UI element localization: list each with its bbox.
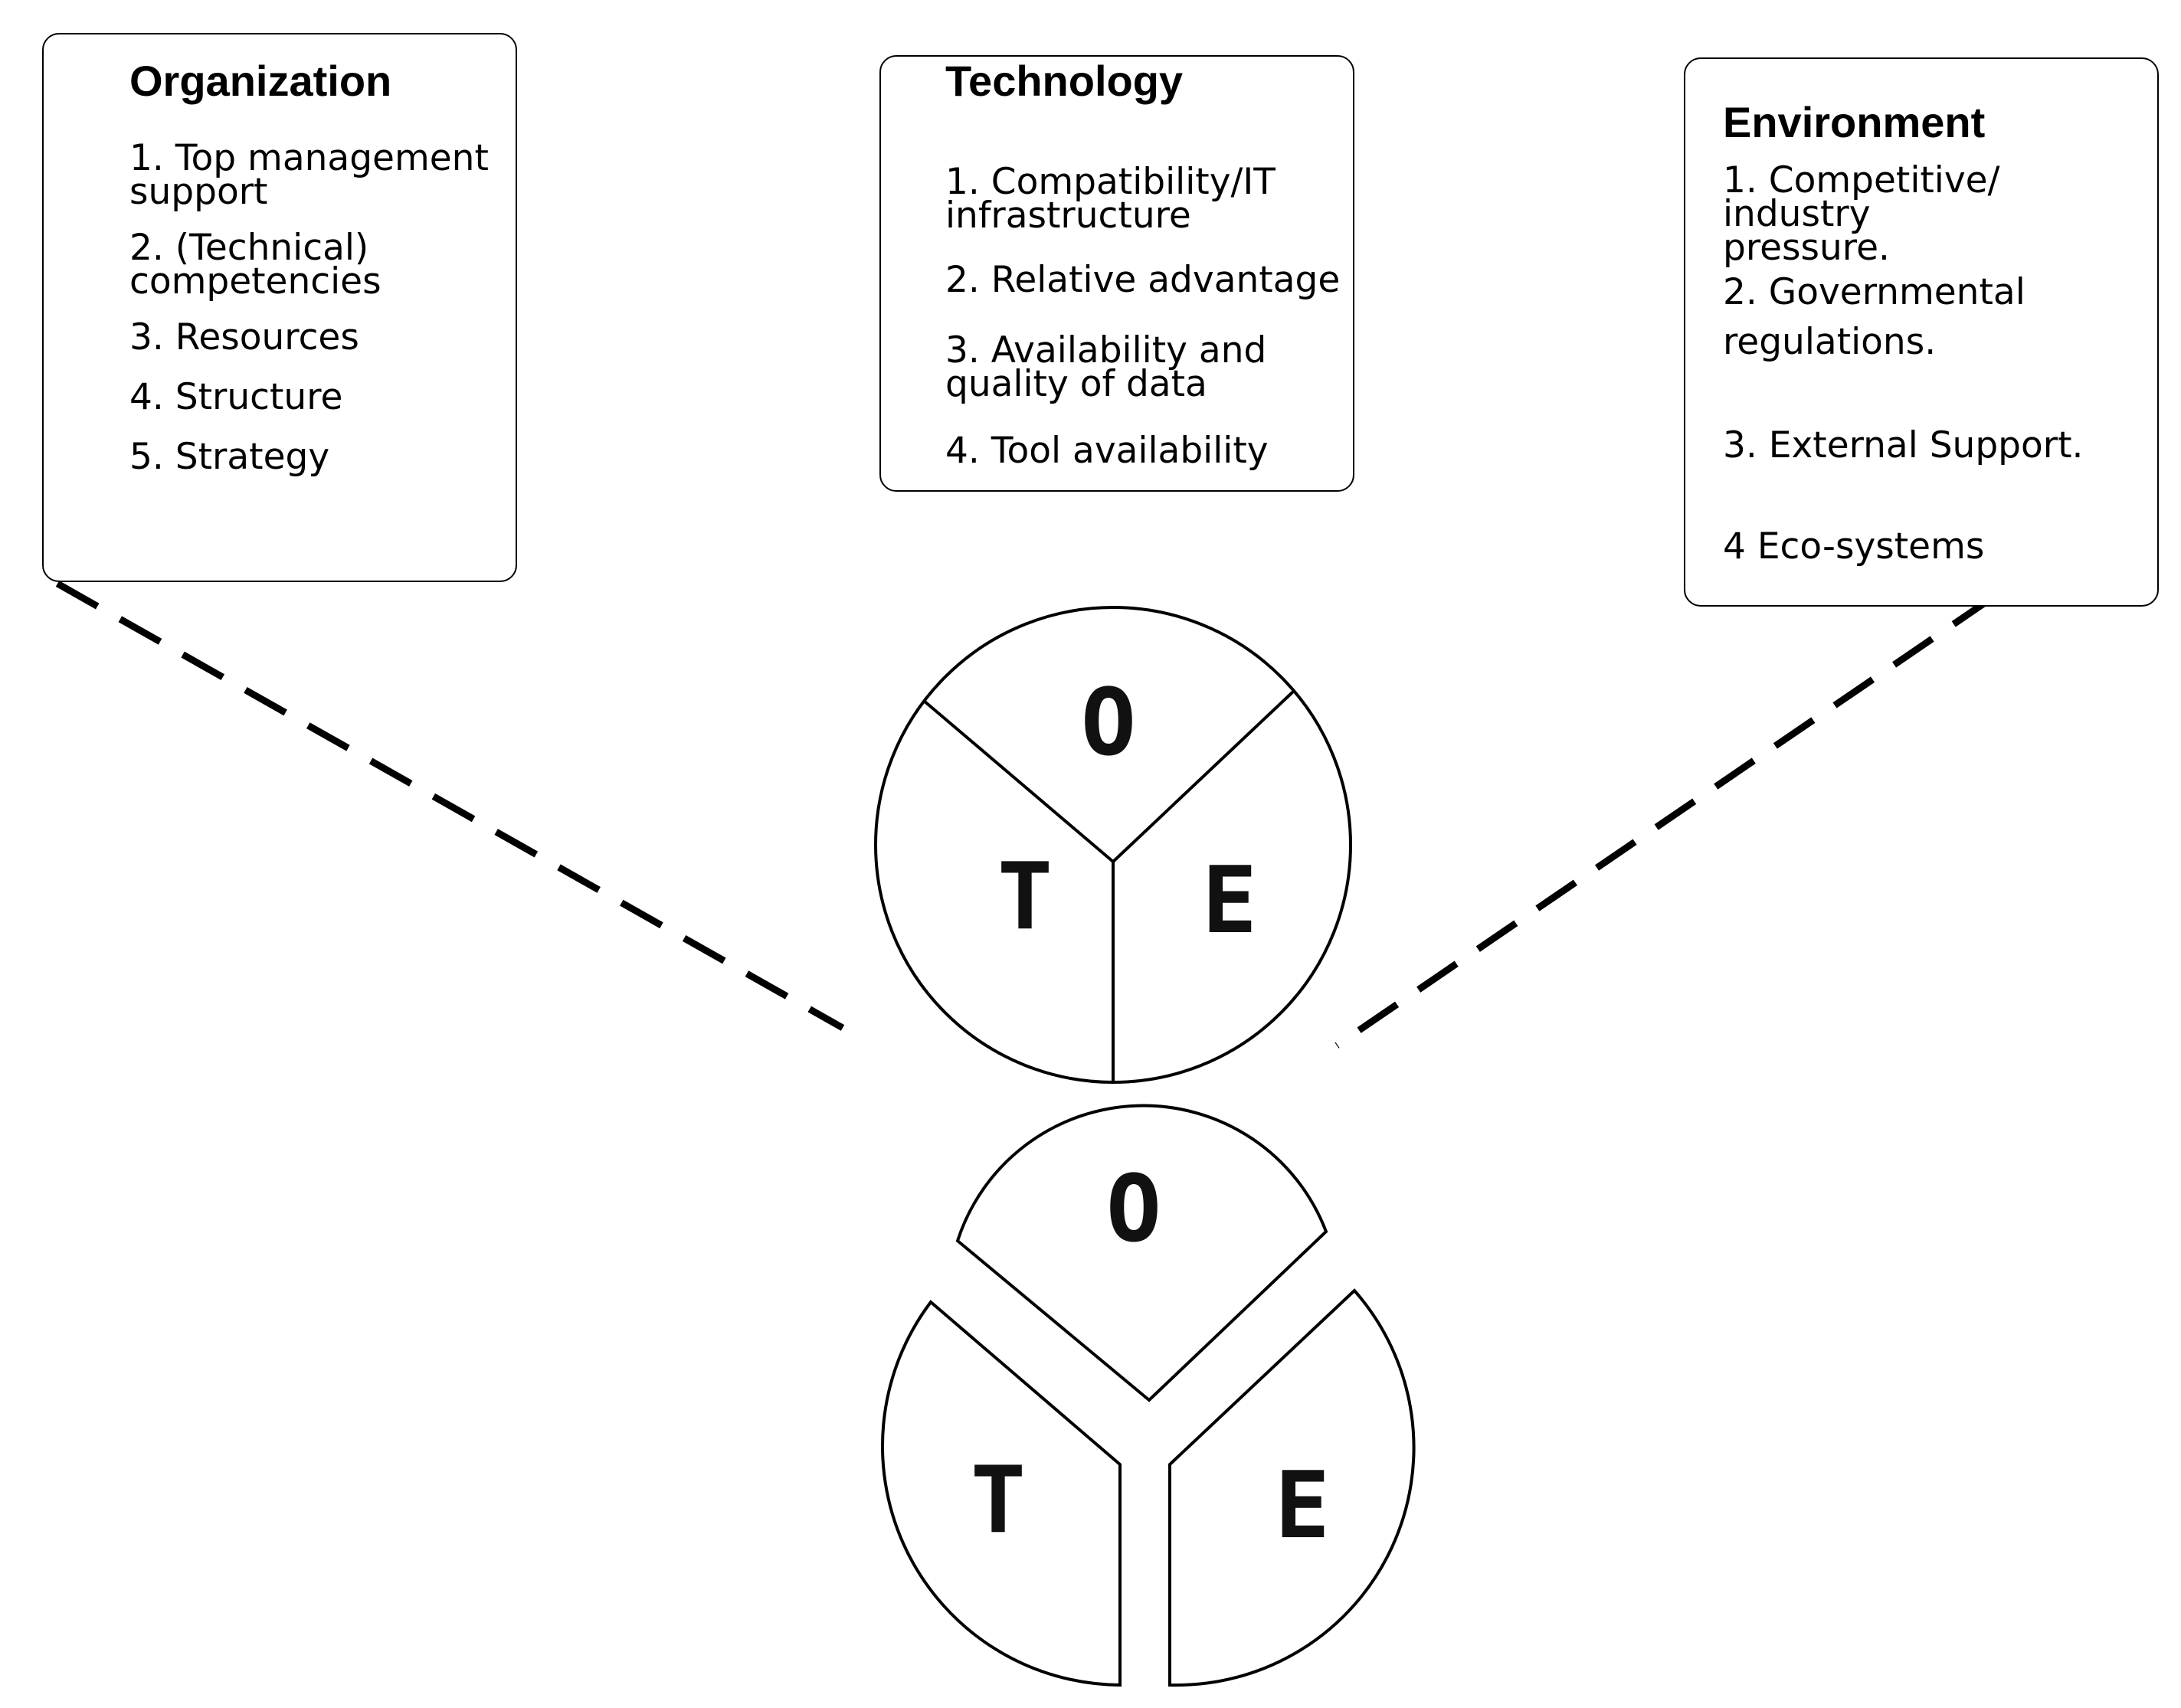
wheel-combined-o-letter: O	[1081, 670, 1136, 777]
organization-item-1: 1. Top management support	[129, 137, 489, 213]
technology-title: Technology	[945, 57, 1184, 105]
wheel-combined-e-letter: E	[1202, 848, 1257, 954]
wheel-exploded-t-letter: T	[971, 1448, 1026, 1554]
environment-box: Environment 1. Competitive/ industry pre…	[1684, 57, 2159, 607]
wheel-exploded-o-segment	[955, 1104, 1328, 1402]
environment-item-3: 3. External Support.	[1723, 424, 2084, 466]
organization-connector-line	[55, 581, 845, 1031]
organization-item-5: 5. Strategy	[129, 436, 330, 478]
technology-item-1: 1. Compatibility/IT infrastructure	[945, 161, 1276, 237]
organization-item-4: 4. Structure	[129, 376, 343, 418]
technology-box: Technology 1. Compatibility/IT infrastru…	[879, 55, 1354, 492]
wheel-exploded-o-letter: O	[1106, 1157, 1161, 1263]
technology-item-2: 2. Relative advantage	[945, 259, 1341, 301]
environment-item-4: 4 Eco-systems	[1723, 525, 1985, 568]
environment-item-1: 1. Competitive/ industry pressure.	[1723, 159, 2000, 269]
ote-wheel-combined: O T E	[874, 606, 1352, 1084]
wheel-exploded-e-letter: E	[1275, 1453, 1330, 1559]
environment-item-2b: regulations.	[1723, 321, 1937, 363]
wheel-exploded-e-segment	[1168, 1288, 1416, 1687]
technology-item-4: 4. Tool availability	[945, 430, 1269, 472]
organization-item-3: 3. Resources	[129, 316, 359, 358]
technology-item-3: 3. Availability and quality of data	[945, 329, 1267, 405]
organization-box: Organization 1. Top management support 2…	[42, 33, 517, 582]
wheel-combined-t-letter: T	[997, 844, 1053, 951]
ote-wheel-exploded: O T E	[881, 1104, 1416, 1687]
environment-item-2a: 2. Governmental	[1723, 271, 2025, 313]
organization-title: Organization	[129, 57, 392, 105]
wheel-exploded-t-segment	[881, 1300, 1122, 1687]
organization-item-2: 2. (Technical) competencies	[129, 227, 382, 303]
environment-title: Environment	[1723, 98, 1986, 146]
